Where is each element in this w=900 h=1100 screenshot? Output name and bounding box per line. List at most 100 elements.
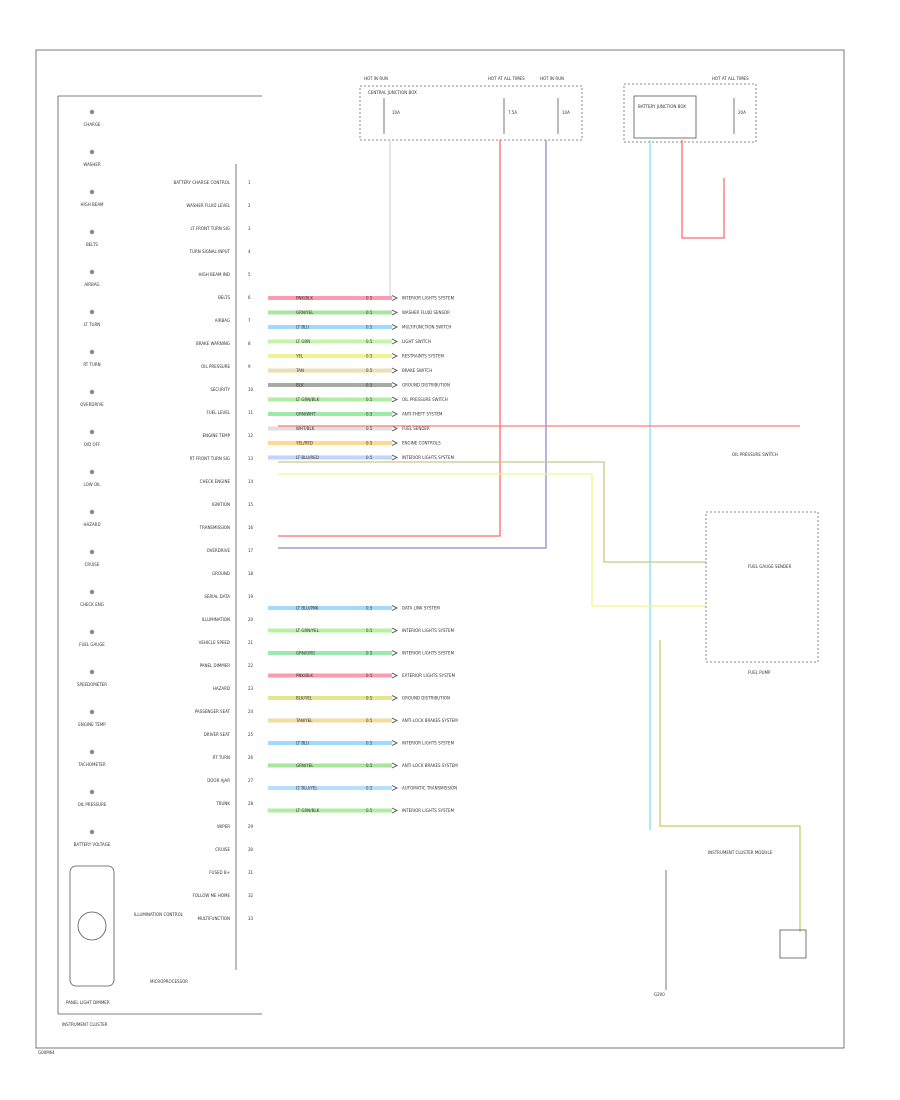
cluster-pin-number: 5 xyxy=(248,272,251,277)
indicator-lamp-icon xyxy=(89,389,95,395)
junction-box-title: CENTRAL JUNCTION BOX xyxy=(368,90,417,95)
cluster-indicator-label: O/D OFF xyxy=(84,442,101,447)
cluster-pin-label: FUEL LEVEL xyxy=(206,410,230,415)
cluster-pin-number: 11 xyxy=(248,410,254,415)
cluster-indicator-label: SPEEDOMETER xyxy=(77,682,107,687)
cluster-pin-label: BRAKE WARNING xyxy=(196,341,230,346)
cluster-pin-number: 33 xyxy=(248,916,254,921)
wire-color-label: LT GRN/BLK xyxy=(296,397,320,402)
fuel-sender-wire xyxy=(278,461,706,563)
cluster-pin-number: 14 xyxy=(248,479,254,484)
wire-destination-label: INTERIOR LIGHTS SYSTEM xyxy=(402,741,455,746)
cluster-indicator-label: CHARGE xyxy=(84,122,101,127)
cluster-pin-number: 9 xyxy=(248,364,251,369)
wire-color-label: BLK xyxy=(296,383,304,388)
wire-gauge-label: 0.5 xyxy=(366,628,373,633)
connector-arrow-icon xyxy=(391,717,398,724)
fuse-2: 7.5A xyxy=(508,110,517,115)
indicator-lamp-icon xyxy=(89,469,95,475)
cluster-pin-label: SECURITY xyxy=(210,387,230,392)
connector-arrow-icon xyxy=(391,411,398,417)
wire-destination-label: ANTI-LOCK BRAKES SYSTEM xyxy=(402,763,458,768)
indicator-lamp-icon xyxy=(89,349,95,355)
cluster-indicator-label: OIL PRESSURE xyxy=(78,802,107,807)
feed-wire-violet xyxy=(278,140,547,549)
cluster-pin-number: 4 xyxy=(248,249,251,254)
wire-color-label: WHT/BLK xyxy=(296,426,315,431)
cluster-pin-number: 31 xyxy=(248,870,254,875)
wire-destination-label: FUEL SENDER xyxy=(402,426,430,431)
wire-gauge-label: 0.5 xyxy=(366,455,373,460)
cluster-pin-label: TURN SIGNAL INPUT xyxy=(189,249,231,254)
cluster-pin-number: 16 xyxy=(248,525,254,530)
indicator-lamp-icon xyxy=(89,669,95,675)
cluster-indicator-label: HIGH BEAM xyxy=(80,202,104,207)
battery-box-title: BATTERY JUNCTION BOX xyxy=(638,104,686,109)
feed-wire-red xyxy=(278,140,501,537)
cluster-indicator-label: LT TURN xyxy=(84,322,101,327)
indicator-lamp-icon xyxy=(89,749,95,755)
wire-destination-label: MULTIFUNCTION SWITCH xyxy=(402,325,451,330)
wire-destination-label: GROUND DISTRIBUTION xyxy=(402,696,450,701)
wire-color-label: TAN/YEL xyxy=(295,718,313,723)
wire-color-label: PNK/BLK xyxy=(296,673,313,678)
cluster-microprocessor-label: MICROPROCESSOR xyxy=(150,979,188,984)
wire-destination-label: ANTI-THEFT SYSTEM xyxy=(402,412,443,417)
connector-arrow-icon xyxy=(391,367,398,374)
module-wire xyxy=(659,640,801,932)
battery-fuse-label: HOT AT ALL TIMES xyxy=(712,76,749,81)
wire-destination-label: DATA LINK SYSTEM xyxy=(402,606,440,611)
wire-gauge-label: 0.5 xyxy=(366,651,373,656)
wire-color-label: LT GRN/YEL xyxy=(296,628,320,633)
cluster-pin-number: 21 xyxy=(248,640,254,645)
indicator-lamp-icon xyxy=(89,789,95,795)
cluster-indicator-label: ENGINE TEMP xyxy=(78,722,106,727)
cluster-pin-label: HIGH BEAM IND xyxy=(198,272,230,277)
wire-color-label: LT BLU/YEL xyxy=(296,786,318,791)
cluster-pin-label: FOLLOW ME HOME xyxy=(192,893,230,898)
oil-switch-label: OIL PRESSURE SWITCH xyxy=(732,452,778,457)
wire-destination-label: INTERIOR LIGHTS SYSTEM xyxy=(402,808,455,813)
cluster-indicator-label: CHECK ENG xyxy=(80,602,104,607)
cluster-indicator-label: CRUISE xyxy=(85,562,100,567)
cluster-pin-label: PASSENGER SEAT xyxy=(195,709,231,714)
cluster-pin-label: DRIVER SEAT xyxy=(204,732,231,737)
wire-gauge-label: 0.5 xyxy=(366,412,373,417)
cluster-pin-number: 12 xyxy=(248,433,254,438)
connector-arrow-icon xyxy=(391,740,398,746)
wire-gauge-label: 0.5 xyxy=(366,808,373,813)
wire-color-label: YEL xyxy=(295,354,304,359)
panel-dimmer-switch xyxy=(69,865,115,987)
cluster-pin-label: SERIAL DATA xyxy=(204,594,230,599)
cluster-pin-label: OVERDRIVE xyxy=(207,548,231,553)
cluster-indicator-label: FUEL GAUGE xyxy=(79,642,105,647)
indicator-lamp-icon xyxy=(89,709,95,715)
cluster-pin-number: 19 xyxy=(248,594,254,599)
cluster-pin-number: 8 xyxy=(248,341,251,346)
wire-destination-label: AUTOMATIC TRANSMISSION xyxy=(402,786,457,791)
indicator-lamp-icon xyxy=(89,229,95,235)
cluster-pin-label: ILLUMINATION xyxy=(202,617,230,622)
cluster-pin-label: CHECK ENGINE xyxy=(200,479,231,484)
cluster-pin-number: 25 xyxy=(248,732,254,737)
wire-gauge-label: 0.5 xyxy=(366,383,373,388)
cluster-pin-number: 10 xyxy=(248,387,254,392)
indicator-lamp-icon xyxy=(89,589,95,595)
panel-dimmer-label: PANEL LIGHT DIMMER xyxy=(66,1000,110,1005)
connector-arrow-icon xyxy=(391,650,398,656)
cluster-pin-label: OIL PRESSURE xyxy=(201,364,230,369)
wire-gauge-label: 0.5 xyxy=(366,296,373,301)
cluster-pin-label: LT FRONT TURN SIG xyxy=(190,226,230,231)
fuel-sender-label: FUEL GAUGE SENDER xyxy=(748,564,792,569)
wire-gauge-label: 0.5 xyxy=(366,441,373,446)
cluster-pin-label: MULTIFUNCTION xyxy=(198,916,230,921)
indicator-lamp-icon xyxy=(89,109,95,115)
wire-destination-label: INTERIOR LIGHTS SYSTEM xyxy=(402,651,455,656)
wire-gauge-label: 0.5 xyxy=(366,310,373,315)
wire-gauge-label: 0.5 xyxy=(366,426,373,431)
cluster-pin-number: 30 xyxy=(248,847,254,852)
indicator-lamp-icon xyxy=(89,189,95,195)
ground-label: G200 xyxy=(654,992,665,997)
battery-junction-box: BATTERY JUNCTION BOX HOT AT ALL TIMES 20… xyxy=(623,76,757,143)
